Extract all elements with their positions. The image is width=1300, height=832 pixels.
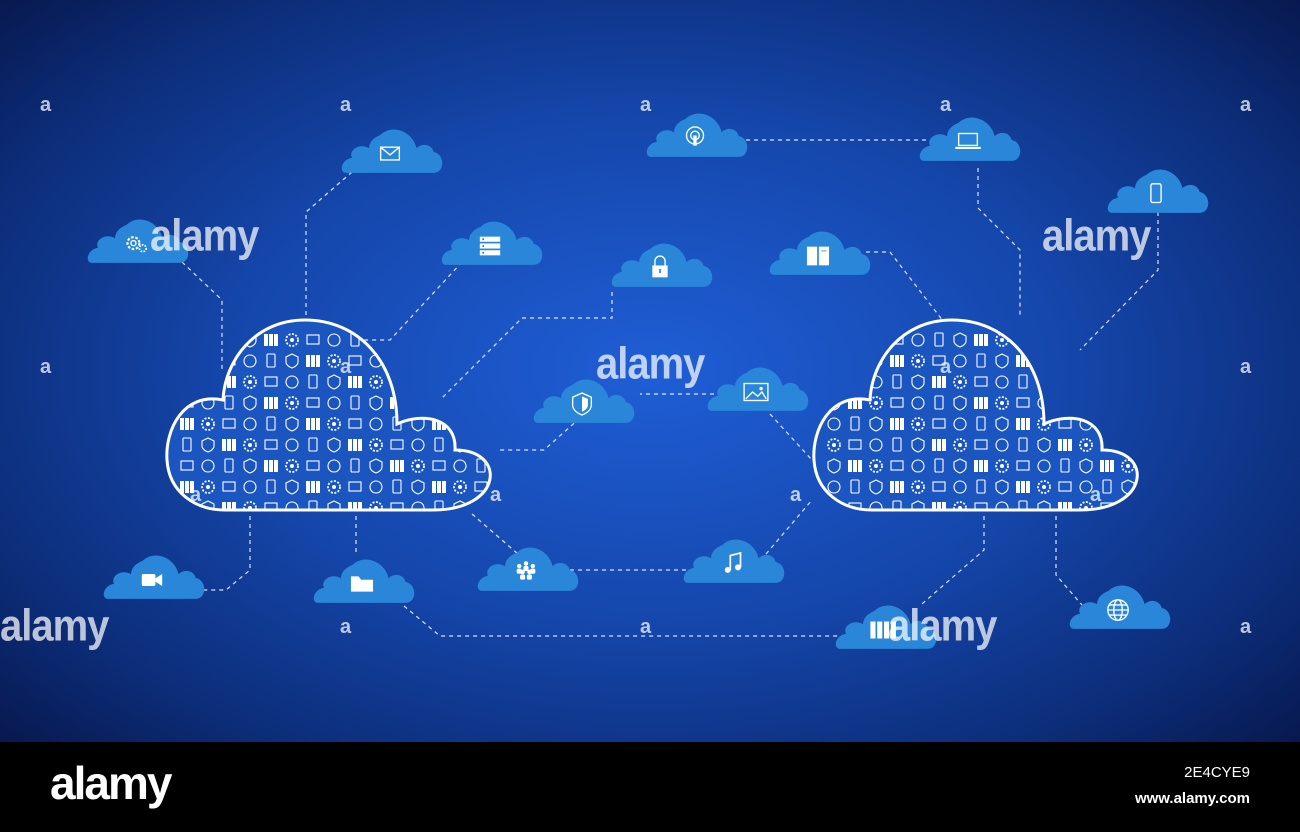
server-icon [479,236,501,256]
shield-icon [571,392,593,416]
watermark-tile: a [40,94,51,116]
watermark-alamy: alamy [150,211,259,261]
folder-icon [350,576,374,592]
lock-cloud [611,243,713,287]
book-cloud [769,231,871,275]
laptop-cloud [919,117,1021,161]
connection-line [403,605,842,637]
globe-icon [1107,599,1129,621]
connection-line [977,168,1021,318]
connection-line [196,516,251,591]
watermark-tile: a [1240,356,1251,378]
watermark-alamy: alamy [1042,211,1151,261]
folder-cloud [313,559,415,603]
watermark-tile: a [1240,616,1251,638]
watermark-tile: a [490,484,501,506]
podcast-cloud [646,113,748,157]
cloud-network-illustration: alamy alamy alamy alamy alamy a a a a a … [0,0,1300,742]
watermark-tile: a [940,94,951,116]
watermark-alamy: alamy [596,339,705,389]
watermark-tile: a [940,356,951,378]
illustration-canvas [87,113,1209,649]
connection-line [921,516,985,605]
watermark-tile: a [190,484,201,506]
lock-icon [652,255,668,278]
smartphone-icon [1150,183,1162,204]
watermark-tile: a [790,484,801,506]
connection-line [498,417,581,451]
connection-line [1055,516,1083,606]
footer-logo: alamy [50,757,172,809]
footer-bar: alamy 2E4CYE9 www.alamy.com [0,742,1300,832]
music-note-icon [724,551,742,573]
podcast-icon [685,126,705,146]
team-cloud [477,547,579,591]
email-icon [379,146,401,161]
watermark-tile: a [40,356,51,378]
email-cloud [341,129,443,173]
watermark-tile: a [340,356,351,378]
footer-url: www.alamy.com [1134,790,1250,807]
globe-cloud [1069,585,1171,629]
connection-line [1079,212,1159,351]
connection-line [765,499,813,555]
data-center-cloud [835,605,937,649]
laptop-icon [955,132,981,149]
watermark-alamy: alamy [0,601,109,651]
image-id: 2E4CYE9 [1184,764,1250,781]
connection-line [181,261,223,370]
gears-cloud [87,219,189,263]
team-icon [516,561,536,580]
music-note-cloud [683,539,785,583]
watermark-tile: a [640,94,651,116]
book-icon [806,246,830,266]
small-clouds [87,113,1209,649]
image-icon [743,382,769,402]
watermark-alamy: alamy [888,601,997,651]
technology-icons-cloud-left [165,318,492,512]
shield-cloud [533,379,635,423]
video-camera-icon [141,574,163,586]
connection-line [866,251,951,331]
gears-icon [126,236,148,253]
watermark-tile: a [1240,94,1251,116]
watermark-tile: a [640,616,651,638]
connection-line [471,513,519,555]
watermark-tile: a [340,616,351,638]
watermark-tile: a [340,94,351,116]
data-center-icon [870,621,896,639]
connection-line [769,413,813,461]
smartphone-cloud [1107,169,1209,213]
video-camera-cloud [103,555,205,599]
image-cloud [707,367,809,411]
watermark-tile: a [1090,484,1101,506]
server-cloud [441,221,543,265]
technology-icons-cloud-right [812,318,1139,512]
connection-line [362,261,463,341]
connection-line [305,171,353,318]
